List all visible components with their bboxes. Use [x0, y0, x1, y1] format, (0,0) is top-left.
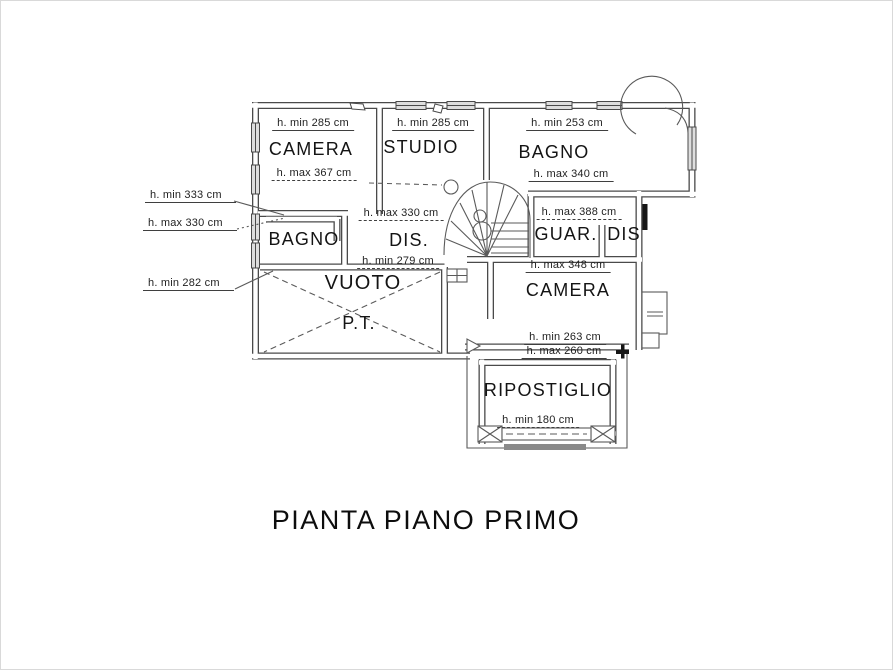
annotation-rip-min-180: h. min 180 cm — [497, 414, 579, 429]
solid-fills — [504, 204, 648, 450]
annotation-camera-top-min: h. min 285 cm — [272, 117, 354, 132]
room-label-ripostiglio: RIPOSTIGLIO — [483, 380, 613, 400]
drawing-title: PIANTA PIANO PRIMO — [271, 505, 581, 535]
room-label-camera-bottom: CAMERA — [525, 280, 611, 300]
annotation-guar-max-388: h. max 388 cm — [536, 206, 622, 221]
room-label-bagno-top: BAGNO — [518, 142, 590, 162]
annotation-vuoto-min-279: h. min 279 cm — [357, 255, 439, 270]
annotation-dis-max-330: h. max 330 cm — [358, 207, 444, 222]
annotation-camera-top-max: h. max 367 cm — [271, 167, 357, 182]
room-label-dis-center: DIS. — [389, 230, 429, 250]
room-label-guar: GUAR. — [534, 224, 598, 244]
annotation-bagno-top-min: h. min 253 cm — [526, 117, 608, 132]
room-label-dis-right: DIS — [607, 224, 641, 244]
annotation-rip-min-263: h. min 263 cm — [524, 331, 606, 346]
room-label-camera-top: CAMERA — [268, 139, 354, 159]
room-label-vuoto: VUOTO — [324, 272, 402, 294]
annotation-left-max-330: h. max 330 cm — [143, 217, 237, 232]
room-label-pt: P.T. — [342, 313, 376, 333]
room-label-bagno-left: BAGNO — [268, 229, 340, 249]
room-label-studio: STUDIO — [383, 137, 459, 157]
annotation-camera-bottom-max: h. max 348 cm — [525, 259, 611, 274]
annotation-rip-max-260: h. max 260 cm — [521, 345, 607, 360]
annotation-bagno-top-max: h. max 340 cm — [528, 168, 614, 183]
annotation-studio-min: h. min 285 cm — [392, 117, 474, 132]
window-symbols — [251, 101, 697, 269]
annotation-left-min-282: h. min 282 cm — [143, 277, 234, 292]
annotation-left-min-333: h. min 333 cm — [145, 189, 236, 204]
